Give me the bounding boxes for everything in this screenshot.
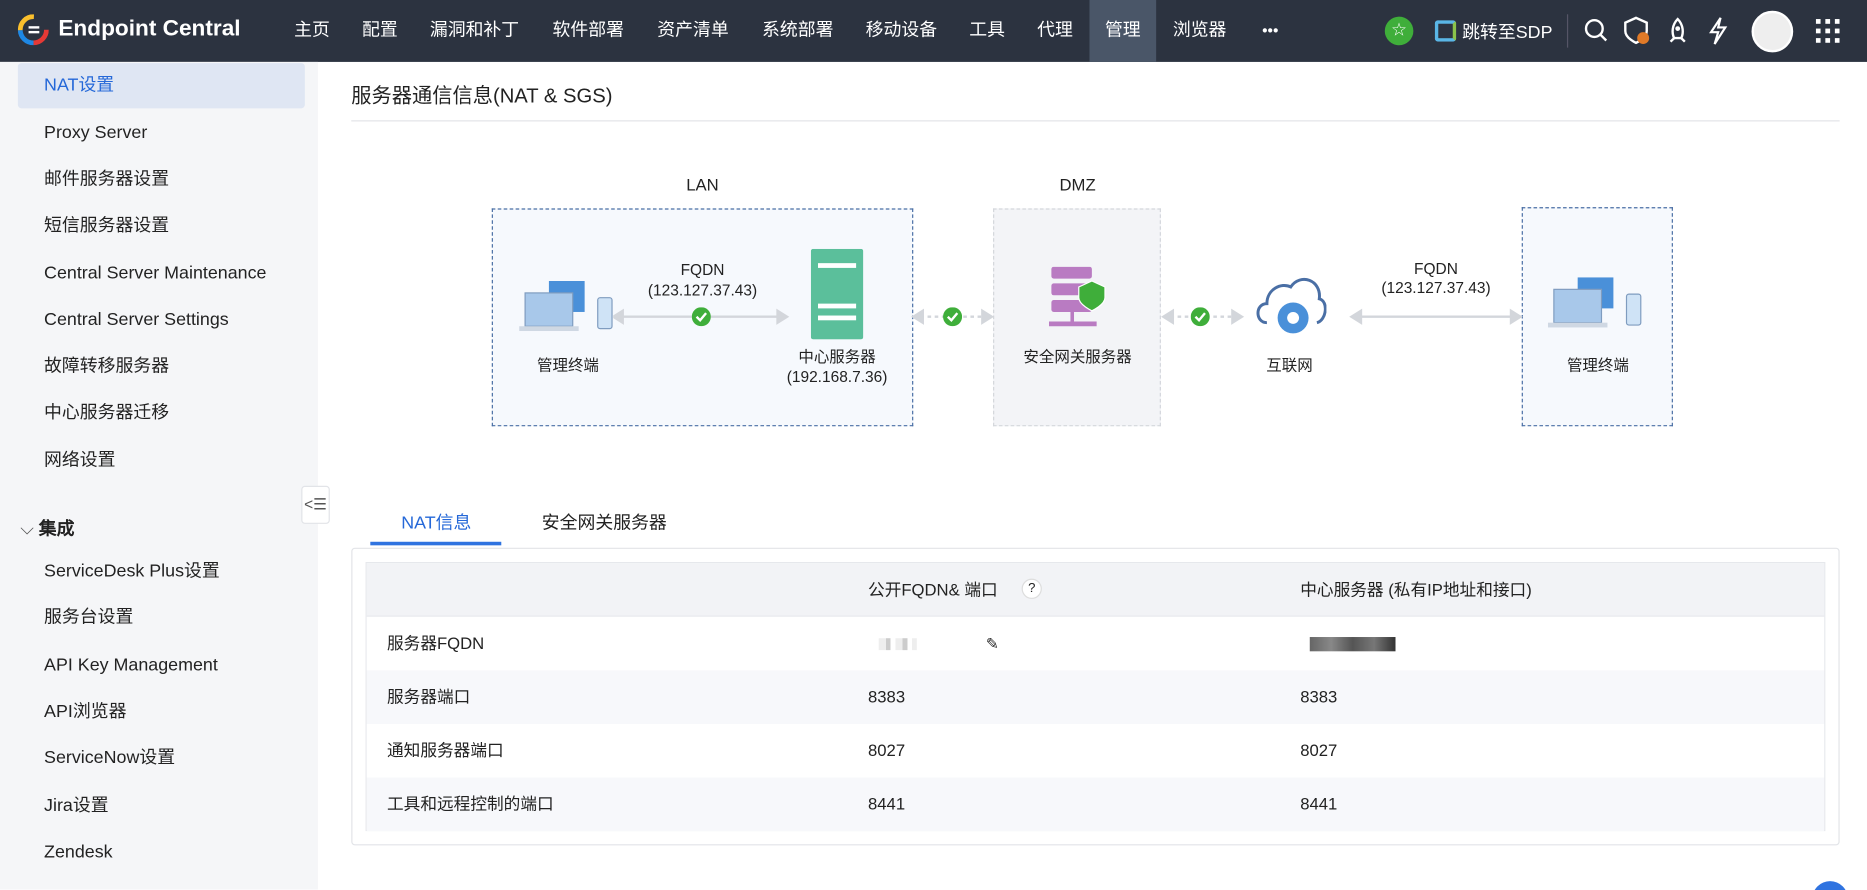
row-label: 服务器端口 [386,687,471,707]
tab-nat-info[interactable]: NAT信息 [401,513,472,534]
internet-label: 互联网 [1266,356,1313,374]
redacted-private-fqdn [1309,637,1396,652]
page-title: 服务器通信信息(NAT & SGS) [351,84,613,108]
nav-vuln-patch[interactable]: 漏洞和补丁 [429,20,520,41]
nav-tools[interactable]: 工具 [969,20,1005,41]
dmz-label: DMZ [1059,175,1096,195]
tab-secure-gateway[interactable]: 安全网关服务器 [541,513,667,534]
row-label: 通知服务器端口 [386,740,504,760]
nav-browser[interactable]: 浏览器 [1172,20,1227,41]
check-icon [1190,307,1210,327]
chevron-down-icon: ⌵ [20,519,39,540]
remote-endpoint-label: 管理终端 [1566,356,1629,374]
sidebar-item-server-maintenance[interactable]: Central Server Maintenance [44,263,267,284]
private-value: 8027 [1300,740,1338,760]
sidebar-item-zendesk[interactable]: Zendesk [44,841,113,863]
central-server-label: 中心服务器 [798,347,876,366]
nav-home[interactable]: 主页 [294,20,330,41]
nav-config[interactable]: 配置 [361,20,398,41]
edit-pencil-icon[interactable]: ✎ [985,634,999,653]
lan-label: LAN [686,175,719,195]
brand-name: Endpoint Central [58,16,241,42]
internet-cloud-icon [1256,277,1327,334]
sidebar-item-nat[interactable]: NAT设置 [17,63,305,109]
sdp-icon [1434,20,1457,42]
column-header-private: 中心服务器 (私有IP地址和接口) [1300,579,1532,599]
collapse-sidebar-button[interactable]: <☰ [301,485,330,524]
table-row: 通知服务器端口 8027 8027 [366,723,1825,778]
row-label: 工具和远程控制的端口 [386,794,554,814]
sidebar-item-network[interactable]: 网络设置 [44,450,116,471]
sidebar-item-server-settings[interactable]: Central Server Settings [44,309,229,330]
check-icon [943,307,963,327]
sidebar-item-migration[interactable]: 中心服务器迁移 [44,402,170,423]
sidebar-item-sms-server[interactable]: 短信服务器设置 [44,215,170,236]
rocket-icon[interactable] [1665,17,1691,46]
public-value: 8027 [868,740,906,760]
nav-software-deploy[interactable]: 软件部署 [552,20,624,41]
help-icon[interactable]: ? [1021,578,1042,599]
column-header-public: 公开FQDN& 端口 [868,579,998,599]
sidebar-item-helpdesk[interactable]: 服务台设置 [44,607,134,628]
redacted-public-fqdn [878,638,917,651]
search-icon[interactable] [1584,18,1610,44]
table-row: 工具和远程控制的端口 8441 8441 [366,777,1825,832]
divider [1566,14,1569,48]
public-value: 8383 [868,687,906,707]
active-tab-indicator [370,541,502,546]
sidebar-item-proxy[interactable]: Proxy Server [44,122,148,143]
managed-endpoint-label: 管理终端 [536,356,599,374]
floating-help-button[interactable] [1812,881,1848,890]
sidebar-item-api-key[interactable]: API Key Management [44,654,218,676]
private-value: 8441 [1300,794,1338,814]
top-nav: Endpoint Central 主页 配置 漏洞和补丁 软件部署 资产清单 系… [0,0,1867,62]
central-server-icon [810,248,864,340]
sidebar-item-servicedesk-plus[interactable]: ServiceDesk Plus设置 [44,560,220,582]
nav-admin[interactable]: 管理 [1089,0,1157,62]
apps-grid-icon[interactable] [1815,19,1840,43]
sidebar-item-failover[interactable]: 故障转移服务器 [44,356,170,377]
title-divider [351,120,1840,122]
nav-more[interactable]: ••• [1262,21,1279,40]
nav-os-deploy[interactable]: 系统部署 [762,20,834,41]
sdp-link[interactable]: 跳转至SDP [1462,22,1553,43]
internet-fqdn-ip: (123.127.37.43) [1381,278,1491,297]
lan-fqdn-label: FQDN [680,260,725,279]
connection-arrows [613,308,1523,325]
table-row: 服务器FQDN ✎ [366,616,1825,671]
bolt-icon[interactable] [1707,17,1728,46]
row-label: 服务器FQDN [386,633,485,653]
brand-logo[interactable]: Endpoint Central [17,14,241,46]
sidebar [0,61,318,890]
sidebar-item-servicenow[interactable]: ServiceNow设置 [44,747,176,769]
user-avatar[interactable] [1751,10,1794,53]
sidebar-section-integration[interactable]: ⌵ 集成 [20,516,74,541]
table-row: 服务器端口 8383 8383 [366,670,1825,724]
secure-gateway-icon [1049,266,1106,327]
private-value: 8383 [1300,687,1338,707]
favorite-star-icon[interactable]: ☆ [1384,16,1414,46]
central-server-ip: (192.168.7.36) [786,367,888,386]
nav-agent[interactable]: 代理 [1037,20,1073,41]
check-icon [691,307,711,327]
nat-info-card [351,547,1840,846]
managed-endpoint-icon [519,281,613,332]
internet-fqdn-label: FQDN [1414,259,1458,278]
lan-fqdn-ip: (123.127.37.43) [647,281,758,299]
secure-gateway-label: 安全网关服务器 [1023,347,1132,366]
section-label: 集成 [38,519,75,540]
endpoint-central-logo-icon [17,14,49,46]
public-value: 8441 [868,794,906,814]
dmz-zone [993,208,1161,427]
shield-alert-icon[interactable] [1623,15,1652,46]
sidebar-item-jira[interactable]: Jira设置 [44,795,109,816]
nat-info-table: 公开FQDN& 端口 ? 中心服务器 (私有IP地址和接口) 服务器FQDN ✎… [365,562,1826,832]
remote-endpoint-icon [1547,277,1642,328]
nav-mobile[interactable]: 移动设备 [865,20,938,41]
table-header: 公开FQDN& 端口 ? 中心服务器 (私有IP地址和接口) [366,563,1825,617]
nav-inventory[interactable]: 资产清单 [657,20,729,41]
sidebar-item-api-explorer[interactable]: API浏览器 [44,701,127,722]
sidebar-item-mail-server[interactable]: 邮件服务器设置 [44,169,170,190]
